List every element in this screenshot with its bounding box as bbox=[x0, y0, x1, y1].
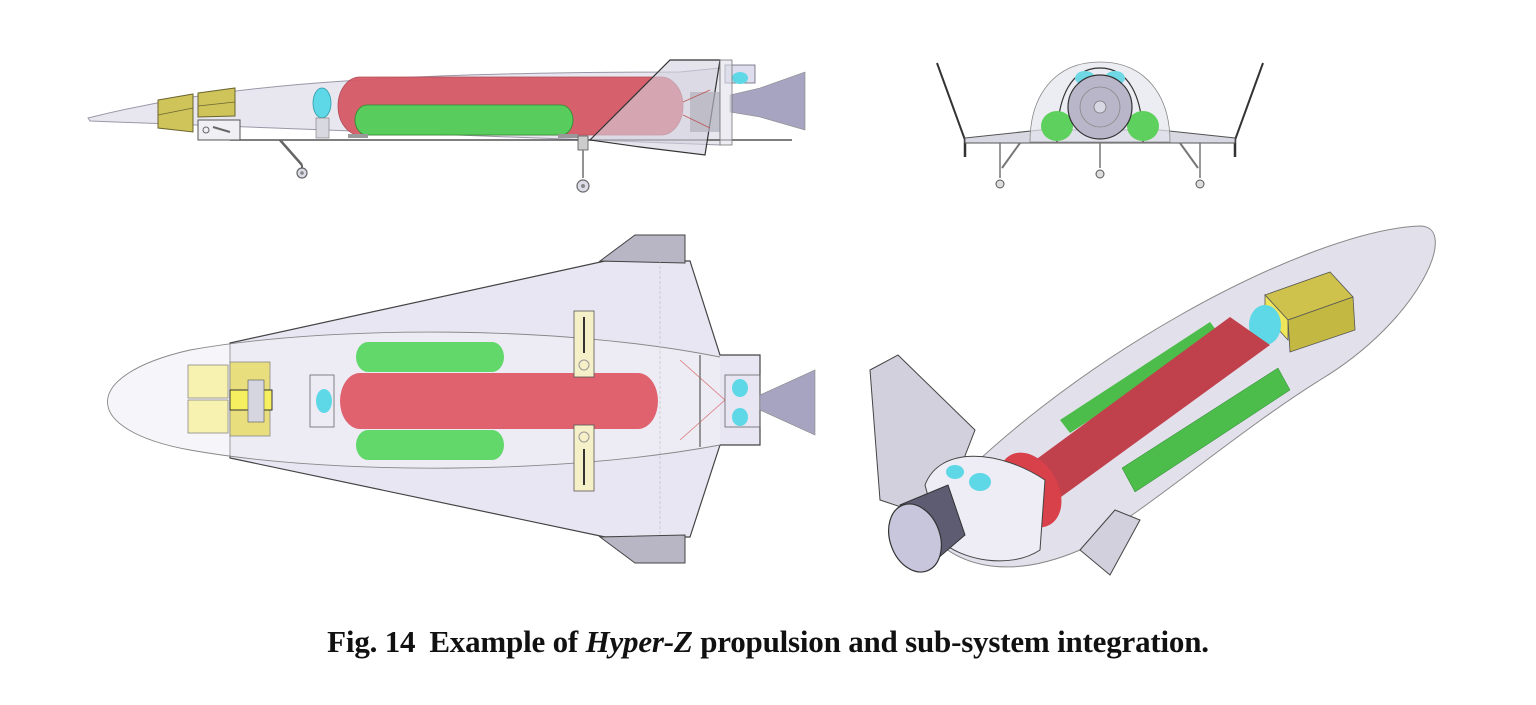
avionics-box-1 bbox=[187, 364, 229, 399]
isometric-view-drawing bbox=[869, 225, 1436, 576]
avionics-block-2 bbox=[1287, 296, 1356, 353]
front-view-drawing bbox=[936, 61, 1264, 189]
main-landing-gear bbox=[576, 135, 590, 193]
upper-side-tank bbox=[1060, 322, 1220, 433]
engine-assembly bbox=[682, 89, 720, 132]
right-side-tank bbox=[1127, 111, 1159, 141]
secondary-propellant-tank bbox=[354, 104, 574, 136]
upper-side-tank bbox=[356, 342, 504, 372]
nose-landing-gear bbox=[279, 139, 308, 179]
upper-fin bbox=[598, 234, 686, 264]
front-landing-gear bbox=[995, 142, 1205, 189]
lower-side-tank bbox=[1121, 367, 1291, 493]
pressurant-tank bbox=[1249, 305, 1281, 345]
side-view-drawing bbox=[87, 59, 806, 193]
caption-suffix: propulsion and sub-system integration. bbox=[692, 624, 1209, 659]
left-winglet bbox=[936, 62, 966, 141]
payload-box-1 bbox=[157, 93, 194, 133]
isometric-view bbox=[860, 220, 1460, 580]
main-propellant-tank bbox=[340, 373, 658, 429]
lower-side-tank bbox=[356, 430, 504, 460]
pressurant-tank bbox=[312, 87, 332, 119]
front-view bbox=[920, 50, 1280, 200]
nose-gear-bay bbox=[197, 119, 241, 141]
right-winglet bbox=[1234, 62, 1264, 141]
avionics-box-2 bbox=[187, 399, 229, 434]
side-view bbox=[80, 50, 820, 200]
left-side-tank bbox=[1041, 111, 1073, 141]
nozzle-exit bbox=[888, 503, 942, 573]
caption-vehicle-name: Hyper-Z bbox=[585, 624, 693, 659]
pressurant-tank bbox=[316, 389, 332, 413]
engine-assembly bbox=[679, 355, 761, 447]
caption-prefix: Example of bbox=[429, 624, 586, 659]
right-wing-fin bbox=[1079, 509, 1141, 576]
top-view-drawing bbox=[107, 234, 816, 564]
figure-caption: Fig. 14 Example of Hyper-Z propulsion and… bbox=[0, 624, 1536, 660]
main-propellant-tank bbox=[1009, 317, 1270, 506]
payload-box-2 bbox=[197, 87, 236, 118]
lower-fin bbox=[598, 534, 686, 564]
figure-number: Fig. 14 bbox=[327, 624, 416, 659]
aft-pressurant-tank bbox=[732, 72, 748, 84]
engine-nozzle bbox=[759, 369, 816, 436]
top-view bbox=[80, 225, 820, 580]
